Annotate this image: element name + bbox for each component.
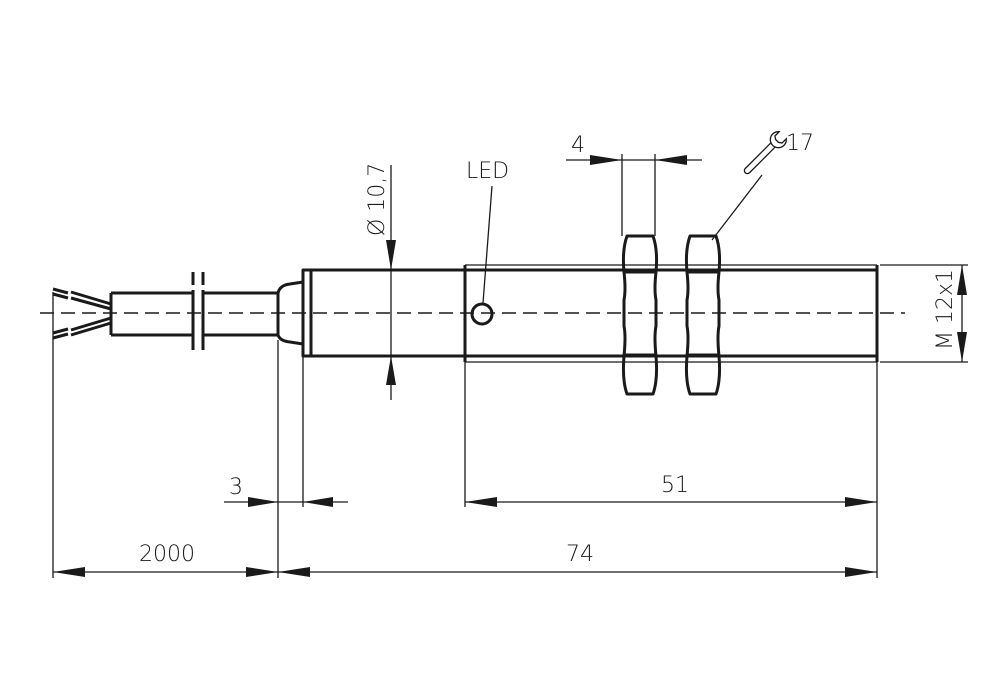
cable-break-marks (191, 272, 205, 350)
diameter-dimension: Ø 10,7 (365, 163, 396, 400)
total-length-label: 74 (566, 542, 594, 567)
nut-1 (621, 234, 659, 396)
cable-length-label: 2000 (139, 542, 195, 567)
led-indicator (470, 302, 494, 326)
thread-length-label: 51 (661, 473, 689, 498)
wrench-icon (743, 131, 787, 175)
collar-offset-label: 3 (229, 475, 243, 500)
nut-width-label: 4 (571, 133, 585, 158)
thread-label: M 12x1 (933, 269, 958, 350)
wrench-size-label: 17 (786, 131, 814, 156)
threaded-body (463, 264, 879, 363)
nut-width-dimension: 4 (566, 133, 702, 236)
led-label: LED (466, 159, 509, 184)
cable (109, 291, 278, 337)
collar-offset-dimension: 3 (224, 475, 348, 507)
cable-wires (52, 287, 112, 340)
total-length-dimension: 74 (278, 542, 877, 577)
wrench-size-callout: 17 (711, 131, 814, 241)
thread-dimension: M 12x1 (880, 264, 968, 363)
thread-length-dimension: 51 (465, 473, 877, 507)
housing-rear (301, 268, 465, 358)
led-leader-line (482, 185, 493, 304)
diameter-label: Ø 10,7 (365, 163, 390, 236)
nut-2 (684, 234, 722, 396)
extension-lines (52, 292, 878, 578)
cable-length-dimension: 2000 (53, 542, 278, 577)
